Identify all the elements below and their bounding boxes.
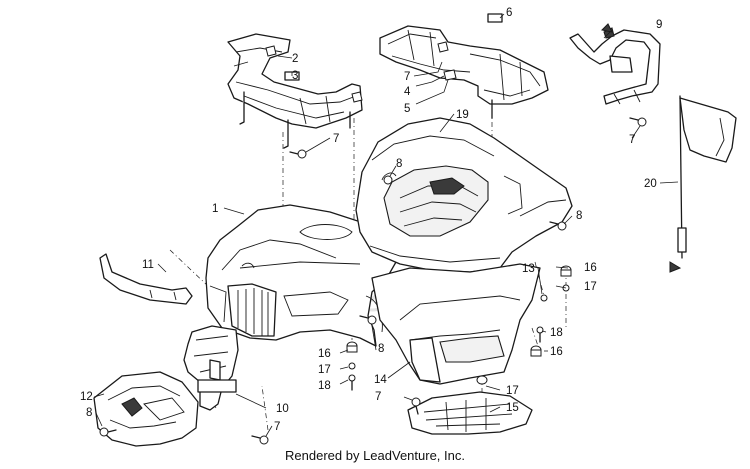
callout-18-a: 18	[550, 327, 563, 339]
callout-17-a: 17	[584, 281, 597, 293]
bolt-7a	[289, 149, 307, 159]
grommet-17b	[348, 362, 356, 370]
callout-8-side: 8	[576, 210, 582, 222]
bolt-8c	[359, 315, 377, 325]
bolt-8a	[383, 175, 393, 185]
callout-15: 15	[506, 402, 519, 414]
callout-7-bumper: 7	[274, 421, 280, 433]
callouts: 1 2 3 4 5 6 7 7 7 7 7 8 8 8 8 9 10 11 12…	[80, 7, 662, 433]
leader-lines	[93, 13, 679, 437]
callout-19: 19	[456, 109, 469, 121]
bolt-8d	[99, 427, 117, 437]
callout-20: 20	[644, 178, 657, 190]
screw-18b	[348, 374, 356, 391]
bolt-13	[540, 294, 548, 302]
callout-11: 11	[142, 259, 154, 271]
footer-credit: Rendered by LeadVenture, Inc.	[285, 448, 465, 463]
rear-bumper-guard	[569, 27, 661, 105]
callout-13: 13	[522, 263, 535, 275]
bolt-7b	[629, 117, 647, 127]
callout-5: 5	[404, 103, 410, 115]
grommet-17c	[476, 375, 488, 385]
front-bumper	[93, 371, 199, 447]
callout-8-front-fender: 8	[378, 343, 384, 355]
side-bracket	[99, 253, 193, 305]
skid-plate	[407, 391, 533, 435]
grommet-16c	[346, 341, 358, 353]
callout-4: 4	[404, 86, 411, 98]
rack-decal-6	[487, 13, 503, 23]
callout-1: 1	[212, 203, 218, 215]
bumper-bracket	[183, 325, 239, 411]
screw-18a	[536, 326, 544, 343]
callout-7-guard: 7	[629, 134, 635, 146]
callout-3: 3	[292, 70, 298, 82]
bolt-7c	[251, 435, 269, 445]
callout-12: 12	[80, 391, 93, 403]
callout-18-b: 18	[318, 380, 331, 392]
callout-8-bumper: 8	[86, 407, 92, 419]
callout-7-rear-rack: 7	[404, 71, 410, 83]
footwell-panel	[371, 263, 541, 385]
callout-17-c: 17	[506, 385, 519, 397]
callout-16-a: 16	[584, 262, 597, 274]
callout-17-b: 17	[318, 364, 331, 376]
callout-9: 9	[656, 19, 662, 31]
grommet-16b	[530, 345, 542, 357]
rear-rack	[379, 13, 549, 119]
callout-16-c: 16	[318, 348, 331, 360]
callout-2: 2	[292, 53, 298, 65]
callout-14: 14	[374, 374, 387, 386]
callout-7-skid: 7	[375, 391, 381, 403]
bolt-flag-9	[600, 23, 613, 33]
callout-16-b: 16	[550, 346, 563, 358]
callout-6: 6	[506, 7, 512, 19]
front-fender	[205, 204, 397, 347]
callout-10: 10	[276, 403, 289, 415]
safety-flag	[669, 95, 737, 273]
bolt-7d	[411, 397, 421, 415]
rear-fender	[355, 117, 573, 273]
callout-8-rear-fender: 8	[396, 158, 402, 170]
front-rack	[227, 33, 363, 149]
callout-7-front-rack: 7	[333, 133, 339, 145]
